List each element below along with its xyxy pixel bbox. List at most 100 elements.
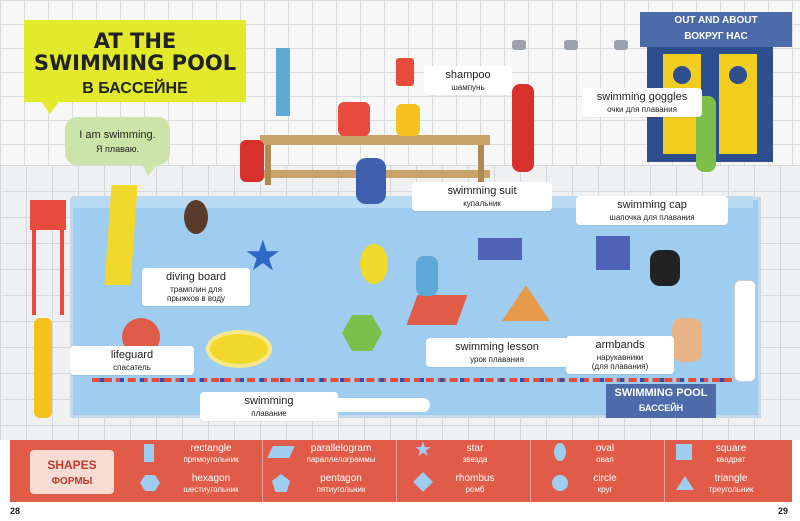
- lifeguard-chair-leg-left: [32, 230, 36, 315]
- speech-bubble-ru: Я плаваю.: [95, 144, 140, 154]
- shape-oval-ru: овал: [596, 455, 614, 464]
- instructor: [734, 280, 756, 382]
- hexagon-icon: [140, 475, 160, 491]
- shape-pentagon: pentagon пятиугольник: [296, 473, 386, 494]
- page-title-en-line1: AT THE: [93, 29, 177, 53]
- swimmer-with-cap: [650, 250, 680, 286]
- lifeguard-chair-leg-right: [60, 230, 64, 315]
- shape-hexagon-ru: шестиугольник: [183, 485, 239, 494]
- door-sign-left: [673, 66, 691, 84]
- title-pointer: [40, 100, 60, 114]
- label-lifeguard-en: lifeguard: [110, 349, 154, 361]
- shape-rectangle-en: rectangle: [190, 443, 232, 454]
- label-swimming-ru: плавание: [251, 409, 287, 418]
- square-icon: [676, 444, 692, 460]
- shape-star-en: star: [466, 443, 484, 454]
- page-title-en-line2: SWIMMING POOL: [33, 51, 237, 75]
- label-diving-board-ru1: трамплин для: [170, 285, 222, 294]
- shape-rectangle-ru: прямоугольник: [183, 455, 239, 464]
- pool-ribbon-ru: БАССЕЙН: [638, 403, 684, 413]
- hanging-bag: [396, 58, 414, 86]
- label-diving-board-ru2: прыжков в воду: [167, 294, 225, 303]
- shape-triangle: triangle треугольник: [686, 473, 776, 494]
- shapes-title-ru: ФОРМЫ: [51, 476, 93, 487]
- label-swimming-suit-ru: купальник: [463, 199, 501, 208]
- lifeguard-person: [34, 318, 52, 418]
- lane-rope-blue: [92, 378, 732, 382]
- yellow-towel-roll: [396, 104, 420, 136]
- label-diving-board: diving board трамплин для прыжков в воду: [142, 268, 250, 306]
- star-icon: ★: [414, 439, 432, 461]
- girl-in-pool: [416, 256, 438, 296]
- shape-hexagon: hexagon шестиугольник: [166, 473, 256, 494]
- person-showering: [512, 84, 534, 172]
- shape-pentagon-ru: пятиугольник: [316, 485, 366, 494]
- speech-bubble-en: I am swimming.: [79, 129, 156, 141]
- shape-pentagon-en: pentagon: [320, 473, 362, 484]
- label-swimming-suit: swimming suit купальник: [412, 182, 552, 211]
- divider-3: [530, 440, 531, 502]
- shower-head-3: [614, 40, 628, 50]
- label-swimming-cap-ru: шапочка для плавания: [609, 213, 695, 222]
- floating-star: ★: [244, 232, 282, 279]
- triangle-icon: [676, 476, 694, 490]
- bench: [260, 135, 490, 145]
- shape-rhombus-ru: ромб: [465, 485, 485, 494]
- speech-bubble: I am swimming. Я плаваю.: [65, 117, 170, 165]
- label-swimming-cap-en: swimming cap: [617, 199, 687, 211]
- shape-circle-en: circle: [593, 473, 617, 484]
- shape-triangle-ru: треугольник: [708, 485, 754, 494]
- circle-icon: [552, 475, 568, 491]
- shower-head-1: [512, 40, 526, 50]
- pentagon-icon: [272, 474, 290, 492]
- label-armbands-ru1: нарукавники: [596, 353, 644, 362]
- shape-triangle-en: triangle: [714, 473, 748, 484]
- shower-head-2: [564, 40, 578, 50]
- pool-ribbon-en: SWIMMING POOL: [614, 387, 708, 399]
- floating-square: [596, 236, 630, 270]
- swimmer-freestyle: [330, 398, 430, 412]
- shape-rectangle: rectangle прямоугольник: [166, 443, 256, 464]
- shape-parallelogram: parallelogram параллелограммы: [296, 443, 386, 464]
- child-on-bench: [356, 158, 386, 204]
- page-number-left: 28: [10, 506, 21, 516]
- section-ribbon-en: OUT AND ABOUT: [674, 15, 758, 26]
- shape-parallelogram-en: parallelogram: [310, 443, 372, 454]
- shape-circle-ru: круг: [597, 485, 613, 494]
- bench-leg-right: [478, 145, 484, 185]
- label-swimming-lesson: swimming lesson урок плавания: [426, 338, 568, 367]
- floating-rectangle: [478, 238, 522, 260]
- shape-star: star звезда: [430, 443, 520, 464]
- label-armbands: armbands нарукавники (для плавания): [566, 336, 674, 374]
- label-swimming-lesson-ru: урок плавания: [470, 355, 524, 364]
- label-shampoo-ru: шампунь: [451, 83, 485, 92]
- label-shampoo: shampoo шампунь: [424, 66, 512, 95]
- shape-parallelogram-ru: параллелограммы: [306, 455, 376, 464]
- section-ribbon-ru: ВОКРУГ НАС: [684, 31, 748, 42]
- label-swimming-en: swimming: [244, 395, 294, 407]
- label-swimming-goggles: swimming goggles очки для плавания: [582, 88, 702, 117]
- label-armbands-ru2: (для плавания): [591, 362, 649, 371]
- floating-oval: [360, 244, 388, 284]
- swimmer-waving: [184, 200, 208, 234]
- bubble-tail: [140, 160, 160, 176]
- shape-square-en: square: [715, 443, 747, 454]
- shape-hexagon-en: hexagon: [191, 473, 231, 484]
- label-swimming: swimming плавание: [200, 392, 338, 421]
- shapes-panel: [10, 440, 792, 502]
- label-diving-board-en: diving board: [166, 271, 226, 283]
- floating-ring: [206, 330, 272, 368]
- hanging-towel: [276, 48, 290, 116]
- label-swimming-suit-en: swimming suit: [447, 185, 517, 197]
- oval-icon: [554, 443, 566, 461]
- label-swimming-goggles-en: swimming goggles: [596, 91, 688, 103]
- label-swimming-goggles-ru: очки для плавания: [607, 105, 677, 114]
- child-with-armbands: [672, 318, 702, 362]
- shape-oval: oval овал: [560, 443, 650, 464]
- label-armbands-en: armbands: [595, 339, 645, 351]
- page-title-ru: В БАССЕЙНЕ: [82, 80, 188, 97]
- shape-square: square квадрат: [686, 443, 776, 464]
- label-swimming-lesson-en: swimming lesson: [455, 341, 539, 353]
- lifeguard-chair: [30, 200, 66, 230]
- bench-leg-left: [265, 145, 271, 185]
